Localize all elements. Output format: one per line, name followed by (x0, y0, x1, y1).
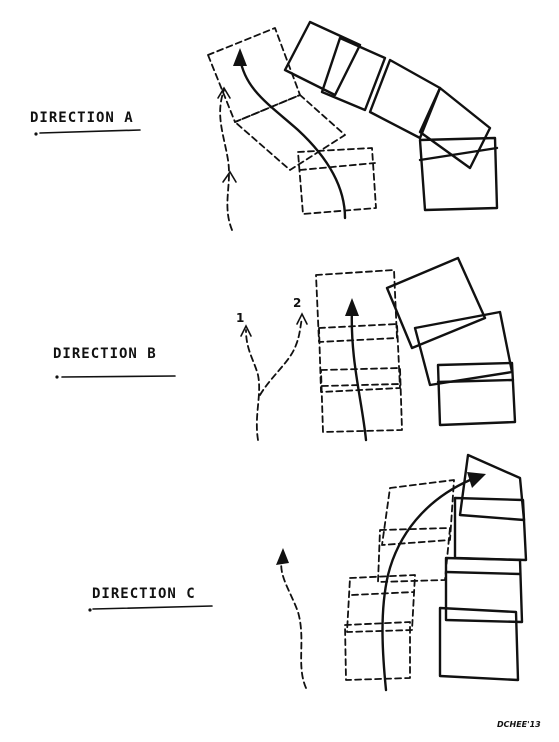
direction-a-bullet (34, 132, 38, 136)
direction-b-dashed-edge (321, 383, 401, 387)
direction-c-dashed-block-4 (344, 621, 411, 681)
direction-a-dashed-approach (219, 89, 233, 231)
direction-a-dashed-edge (299, 162, 376, 171)
direction-c-dashed-edge (351, 591, 415, 596)
direction-c-arrowhead (467, 472, 486, 488)
direction-b-path-2 (259, 317, 303, 396)
direction-b-path-1-label: 1 (236, 311, 244, 325)
direction-c-block-4 (438, 606, 520, 682)
direction-b-dashed-block-1 (315, 269, 398, 343)
direction-c-underline (92, 605, 213, 610)
direction-b-underline (61, 375, 176, 378)
direction-c-block-3-edge (444, 570, 522, 576)
direction-a-block-5 (418, 136, 499, 212)
direction-b-block-1 (385, 256, 487, 350)
direction-b-dashed-block-2 (318, 323, 401, 393)
direction-c-group: DIRECTION C (88, 453, 528, 692)
direction-a-underline (39, 129, 141, 134)
direction-a-block-1 (283, 20, 362, 97)
direction-b-path-2-arrowhead (296, 312, 308, 325)
direction-a-dashed-arrowhead-2 (217, 86, 231, 99)
direction-b-block-3-edge (436, 378, 515, 384)
direction-a-arrowhead (233, 48, 247, 66)
direction-b-dashed-block-3 (320, 367, 403, 433)
direction-a-group: DIRECTION A (30, 20, 499, 231)
direction-b-block-3 (436, 361, 517, 427)
direction-a-dashed-block-1 (207, 27, 301, 123)
direction-a-dashed-block-3 (297, 147, 377, 215)
direction-a-label: DIRECTION A (30, 110, 134, 126)
direction-b-path-1-arrowhead (240, 324, 252, 337)
direction-c-dashed-block-1 (381, 479, 455, 546)
direction-c-flow-path (381, 478, 472, 692)
direction-c-dashed-block-3 (346, 574, 416, 633)
direction-a-dashed-arrowhead-1 (222, 170, 237, 183)
direction-c-dashed-arrowhead (276, 548, 289, 565)
direction-b-arrowhead (345, 298, 359, 316)
direction-b-label: DIRECTION B (53, 346, 157, 362)
direction-a-block-3 (368, 58, 442, 140)
direction-c-block-2 (453, 496, 528, 562)
direction-a-flow-path (238, 56, 347, 220)
direction-b-group: DIRECTION B 1 2 (53, 256, 517, 442)
direction-a-block-5-edge (418, 146, 499, 162)
signature: DCHEE'13 (497, 720, 541, 729)
direction-b-path-1 (245, 329, 261, 441)
direction-b-block-2 (413, 310, 514, 387)
direction-b-path-2-label: 2 (293, 296, 301, 310)
direction-c-block-1 (458, 453, 526, 522)
direction-c-label: DIRECTION C (92, 586, 196, 602)
direction-b-bullet (55, 375, 59, 379)
direction-c-bullet (88, 608, 92, 612)
direction-a-block-4 (418, 86, 492, 170)
direction-c-dashed-approach (280, 557, 307, 689)
direction-a-dashed-block-2 (234, 94, 346, 171)
direction-c-block-3 (444, 556, 524, 624)
direction-b-flow-path (350, 306, 368, 442)
direction-c-dashed-block-2 (377, 527, 451, 583)
direction-a-block-2 (320, 36, 387, 112)
